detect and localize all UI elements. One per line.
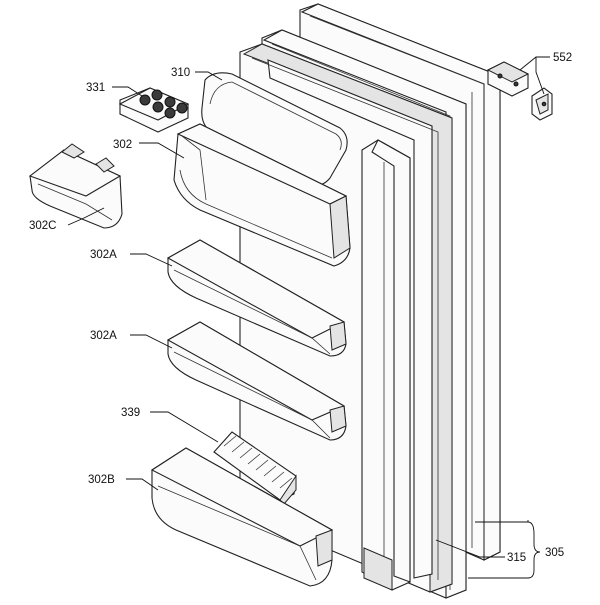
label-middle-shelf-1: 302A [90,249,117,261]
label-middle-shelf-2: 302A [90,330,117,342]
bottle-door-shelf [150,447,334,587]
label-dairy-lid: 310 [171,67,190,79]
egg-tray [118,87,190,133]
small-door-shelf [28,143,123,229]
leader-lines [67,56,550,579]
upper-door-shelf [173,123,351,267]
label-gasket: 315 [507,552,526,564]
label-small-shelf: 302C [29,220,57,232]
inner-door-frame [361,139,411,591]
label-hinge-kit: 552 [553,52,572,64]
label-egg-tray: 331 [86,82,105,94]
hinge-kit [486,61,553,121]
label-door-assembly: 305 [545,547,564,559]
part-labels: 331 310 302 302C 302A 302A 339 302B 552 … [29,52,572,564]
middle-door-shelf-2 [166,321,347,441]
middle-door-shelf-1 [166,239,347,357]
label-upper-shelf: 302 [113,139,132,151]
label-bottle-retainer: 339 [121,407,140,419]
label-bottle-shelf: 302B [88,474,115,486]
